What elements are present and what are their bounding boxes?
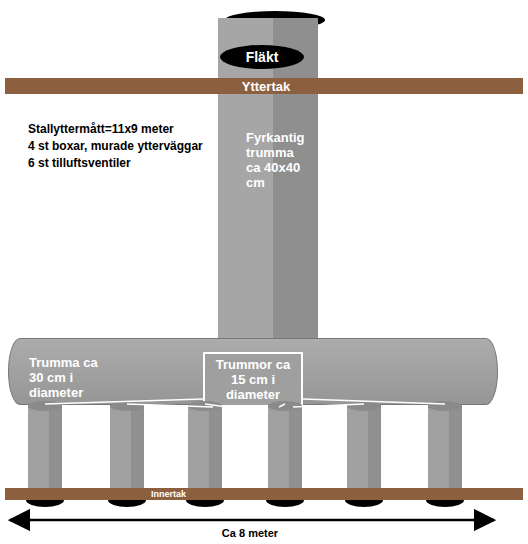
node-text: Trumma ca 30 cm i diameter xyxy=(29,355,115,400)
small-pipe xyxy=(110,401,144,488)
dimension-arrow xyxy=(10,519,494,522)
node-text: Fyrkantig trumma ca 40x40 cm xyxy=(246,130,304,190)
dimension-block: Ca 8 meter xyxy=(0,527,500,540)
callout-box: Trummor ca 15 cm i diameter xyxy=(203,352,303,407)
leader-line xyxy=(279,404,285,407)
small-pipe xyxy=(188,401,222,488)
small-pipe xyxy=(28,401,62,488)
pipes xyxy=(28,401,462,488)
small-pipe xyxy=(428,401,462,488)
node-text: Innertak xyxy=(151,489,186,499)
note-text: Stallyttermått=11x9 meter xyxy=(28,121,203,138)
node-text: Yttertak xyxy=(242,79,290,94)
small-pipe xyxy=(347,401,381,488)
main-cylinder: Trumma ca 30 cm i diameter Trummor ca 15 … xyxy=(8,338,498,405)
roof-band: Yttertak xyxy=(5,78,523,94)
notes-block: Stallyttermått=11x9 meter4 st boxar, mur… xyxy=(28,121,203,172)
node-text: Trummor ca 15 cm i diameter xyxy=(212,357,294,402)
node-text: Fläkt xyxy=(246,49,279,65)
dimension-label: Ca 8 meter xyxy=(0,527,500,540)
note-text: 6 st tilluftsventiler xyxy=(28,155,203,172)
note-text: 4 st boxar, murade ytterväggar xyxy=(28,138,203,155)
fan-ellipse: Fläkt xyxy=(220,45,304,69)
small-pipe xyxy=(268,401,302,488)
ceiling-band: Innertak xyxy=(5,488,523,500)
